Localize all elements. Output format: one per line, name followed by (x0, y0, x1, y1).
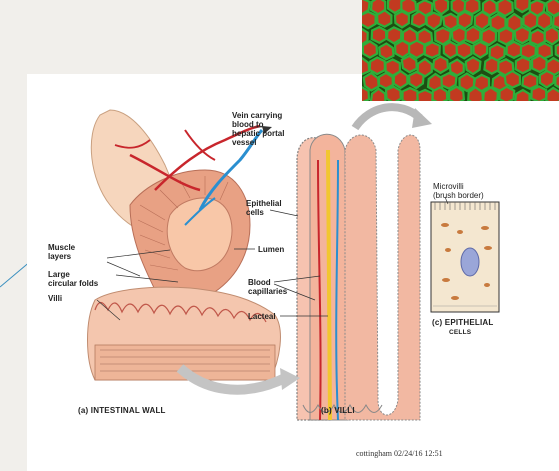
micro-cell (499, 28, 514, 44)
caption-cells: CELLS (449, 329, 471, 336)
micro-cell (524, 12, 539, 30)
micro-cell (515, 27, 530, 43)
micro-cell (443, 14, 458, 30)
micro-cell (507, 42, 522, 58)
label-lacteal: Lacteal (248, 312, 276, 321)
zoom-arrow-top-head (412, 108, 432, 128)
micro-cell (425, 42, 440, 58)
micro-cell (387, 27, 401, 43)
label-vein: Vein carrying blood to hepatic portal ve… (232, 111, 284, 147)
micro-cell (531, 87, 546, 102)
micro-cell (457, 42, 472, 58)
micro-cell (377, 10, 391, 26)
micro-cell (409, 72, 424, 88)
micro-cell (370, 58, 385, 75)
micro-cell (545, 27, 559, 44)
label-villi: Villi (48, 294, 62, 303)
micro-cell (362, 12, 376, 28)
label-epithelial-cells: Epithelial cells (246, 199, 282, 217)
micro-cell (379, 73, 393, 89)
micro-cell (433, 57, 448, 73)
label-muscle-layers: Muscle layers (48, 243, 75, 261)
micro-cell (403, 88, 418, 101)
micro-cell (499, 87, 514, 101)
zoom-arrow-top (355, 107, 420, 128)
micro-cell (372, 27, 387, 43)
caption-intestinal-wall: (a) INTESTINAL WALL (78, 406, 166, 415)
cell-nucleus (461, 248, 479, 276)
microscopy-inset (362, 0, 559, 101)
lacteal-vessel (328, 150, 330, 420)
caption-villi: (b) VILLI (321, 406, 355, 415)
micro-cell (402, 56, 417, 72)
micro-cell (450, 60, 464, 76)
micro-cell (522, 73, 537, 88)
artery-twig (185, 130, 215, 160)
micro-cell (386, 87, 401, 101)
micro-cell (505, 71, 520, 88)
micro-cell (363, 41, 377, 57)
micro-cell (395, 11, 409, 27)
microscopy-image (362, 0, 559, 101)
micro-cell (465, 27, 480, 43)
micro-cell (516, 57, 531, 73)
micro-cell (530, 30, 545, 45)
micro-cell (417, 90, 432, 101)
micro-cell (442, 73, 457, 89)
micro-cell (532, 55, 547, 72)
micro-cell (466, 57, 481, 74)
label-blood-capillaries: Blood capillaries (248, 278, 287, 296)
micro-cell (540, 71, 555, 88)
micro-cell (412, 11, 426, 27)
villus-right (345, 135, 420, 420)
micro-cell (537, 12, 551, 30)
micro-cell (433, 87, 448, 101)
micro-cell (473, 42, 487, 58)
micro-cell (458, 12, 473, 29)
label-circular-folds: Large circular folds (48, 270, 98, 288)
micro-cell (394, 71, 408, 88)
micro-cell (379, 44, 393, 60)
label-lumen: Lumen (258, 245, 284, 254)
slide-footer: cottingham 02/24/16 12:51 (356, 449, 443, 458)
micro-cell (409, 41, 424, 58)
micro-cell (484, 58, 499, 74)
caption-epithelial: (c) EPITHELIAL (432, 318, 493, 327)
micro-cell (395, 41, 410, 58)
label-microvilli: Microvilli (brush border) (433, 182, 484, 200)
micro-cell (553, 14, 559, 29)
micro-cell (475, 12, 490, 30)
micro-cell (497, 0, 512, 16)
